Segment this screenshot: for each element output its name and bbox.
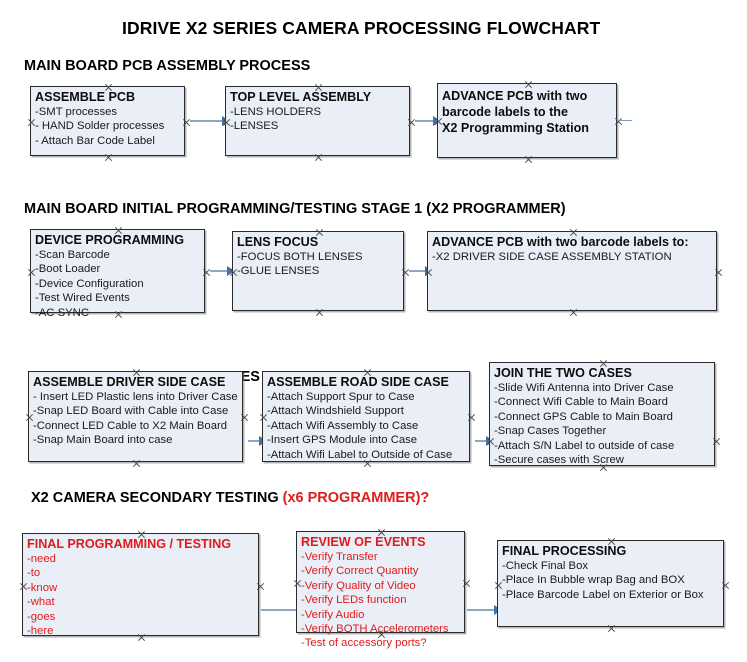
section-heading-main-board-pcb-assembly-process: MAIN BOARD PCB ASSEMBLY PROCESS: [24, 58, 310, 74]
node-line: -know: [27, 581, 58, 594]
node-line: -LENSES: [230, 120, 279, 133]
node-title: ASSEMBLE DRIVER SIDE CASE: [33, 375, 226, 389]
node-line: -Secure cases with Screw: [494, 454, 624, 467]
node-line: -Verify BOTH Accelerometers: [301, 623, 449, 636]
connector-driver-side-to-road-side: [248, 436, 267, 446]
node-title: REVIEW OF EVENTS: [301, 535, 426, 549]
node-advance-pcb-to-driver-side-case[interactable]: ADVANCE PCB with two barcode labels to: …: [427, 231, 717, 311]
connector-top-level-assembly-to-advance-pcb: [415, 116, 441, 126]
page-title: IDRIVE X2 SERIES CAMERA PROCESSING FLOWC…: [122, 18, 601, 38]
node-assemble-road-side-case[interactable]: ASSEMBLE ROAD SIDE CASE -Attach Support …: [262, 371, 470, 462]
node-join-the-two-cases[interactable]: JOIN THE TWO CASES -Slide Wifi Antenna i…: [489, 362, 715, 466]
connector-handle-bottom[interactable]: [132, 459, 141, 468]
node-line: - Attach Bar Code Label: [35, 134, 155, 147]
node-line: - Insert LED Plastic lens into Driver Ca…: [33, 391, 238, 403]
connector-assemble-pcb-to-top-level-assembly: [190, 116, 230, 126]
section-heading-text: X2 CAMERA SECONDARY TESTING: [31, 490, 283, 506]
node-line: -Scan Barcode: [35, 249, 110, 261]
node-line: -Boot Loader: [35, 263, 101, 276]
node-line: -SMT processes: [35, 106, 118, 118]
node-line: -Place In Bubble wrap Bag and BOX: [502, 574, 685, 587]
node-line: -LENS HOLDERS: [230, 106, 322, 118]
node-line: -GLUE LENSES: [237, 265, 320, 278]
connector-handle-bottom[interactable]: [524, 155, 533, 164]
node-line: -Snap LED Board with Cable into Case: [33, 405, 229, 418]
node-line: -Verify Transfer: [301, 551, 378, 563]
node-review-of-events[interactable]: REVIEW OF EVENTS -Verify Transfer -Verif…: [296, 531, 465, 649]
node-assemble-driver-side-case[interactable]: ASSEMBLE DRIVER SIDE CASE - Insert LED P…: [28, 371, 243, 462]
node-line: -Check Final Box: [502, 560, 589, 572]
arrowhead-icon: [227, 266, 235, 276]
node-final-processing[interactable]: FINAL PROCESSING -Check Final Box -Place…: [497, 540, 724, 627]
node-line: -Connect LED Cable to X2 Main Board: [33, 419, 228, 432]
node-title: LENS FOCUS: [237, 235, 319, 249]
node-line: -Attach Windshield Support: [267, 405, 404, 418]
node-line: -Snap Cases Together: [494, 425, 607, 438]
node-line: -FOCUS BOTH LENSES: [237, 251, 363, 263]
node-line-overflow: -Test of accessory ports?: [301, 637, 427, 650]
node-line: -Insert GPS Module into Case: [267, 434, 418, 447]
connector-lens-focus-to-advance-pcb: [409, 266, 433, 276]
node-line: -Connect Wifi Cable to Main Board: [494, 396, 668, 409]
node-title: DEVICE PROGRAMMING: [35, 233, 185, 247]
node-line: -Verify Audio: [301, 608, 365, 621]
node-line: ADVANCE PCB with two: [442, 89, 588, 103]
node-line: -goes: [27, 610, 56, 623]
node-line: -Attach Wifi Label to Outside of Case: [267, 448, 453, 461]
node-line: -Snap Main Board into case: [33, 434, 173, 447]
node-final-programming-testing[interactable]: FINAL PROGRAMMING / TESTING -need -to -k…: [22, 533, 259, 638]
connector-handle-bottom[interactable]: [607, 624, 616, 633]
node-assemble-pcb[interactable]: ASSEMBLE PCB -SMT processes - HAND Solde…: [30, 86, 185, 156]
node-line: -Slide Wifi Antenna into Driver Case: [494, 382, 674, 394]
node-line: barcode labels to the: [442, 105, 568, 119]
node-title: ASSEMBLE ROAD SIDE CASE: [267, 375, 449, 389]
node-line: -Attach Support Spur to Case: [267, 391, 415, 403]
connector-road-side-to-join-cases: [475, 436, 494, 446]
node-line: -Attach Wifi Assembly to Case: [267, 419, 419, 432]
node-title: ASSEMBLE PCB: [35, 90, 136, 104]
node-line: -X2 DRIVER SIDE CASE ASSEMBLY STATION: [432, 251, 672, 263]
connector-stub-right: [617, 120, 632, 121]
connector-handle-right[interactable]: [714, 268, 723, 277]
node-line: - HAND Solder processes: [35, 120, 165, 133]
node-title: FINAL PROGRAMMING / TESTING: [27, 537, 232, 551]
node-line: -Verify LEDs function: [301, 594, 407, 607]
connector-handle-bottom[interactable]: [104, 153, 113, 162]
section-heading-accent: (x6 PROGRAMMER)?: [282, 490, 430, 506]
node-line: -Verify Correct Quantity: [301, 565, 419, 578]
section-heading-text: MAIN BOARD INITIAL PROGRAMMING/TESTING S…: [24, 201, 566, 217]
node-line: -what: [27, 596, 55, 609]
section-heading-main-board-initial-programming: MAIN BOARD INITIAL PROGRAMMING/TESTING S…: [24, 201, 566, 217]
node-lens-focus[interactable]: LENS FOCUS -FOCUS BOTH LENSES -GLUE LENS…: [232, 231, 404, 311]
section-heading-x2-camera-secondary-testing: X2 CAMERA SECONDARY TESTING (x6 PROGRAMM…: [31, 490, 429, 506]
node-title: JOIN THE TWO CASES: [494, 366, 632, 380]
node-line: X2 Programming Station: [442, 121, 589, 135]
connector-final-programming-to-review-of-events: [261, 605, 304, 615]
connector-handle-bottom[interactable]: [314, 153, 323, 162]
node-title: TOP LEVEL ASSEMBLY: [230, 90, 372, 104]
connector-device-programming-to-lens-focus: [210, 266, 235, 276]
section-heading-text: MAIN BOARD PCB ASSEMBLY PROCESS: [24, 58, 311, 74]
node-line: -here: [27, 625, 54, 638]
node-advance-pcb-to-programming-station[interactable]: ADVANCE PCB with two barcode labels to t…: [437, 83, 617, 158]
node-device-programming[interactable]: DEVICE PROGRAMMING -Scan Barcode -Boot L…: [30, 229, 205, 319]
node-line: -Device Configuration: [35, 277, 144, 290]
node-top-level-assembly[interactable]: TOP LEVEL ASSEMBLY -LENS HOLDERS -LENSES: [225, 86, 410, 156]
node-line: -AC SYNC: [35, 306, 89, 319]
node-line: -need: [27, 553, 56, 565]
node-line: -Attach S/N Label to outside of case: [494, 439, 675, 452]
node-line: -Place Barcode Label on Exterior or Box: [502, 588, 704, 601]
node-title: FINAL PROCESSING: [502, 544, 627, 558]
connector-review-of-events-to-final-processing: [467, 605, 502, 615]
node-title: ADVANCE PCB with two barcode labels to:: [432, 235, 689, 249]
connector-handle-bottom[interactable]: [569, 308, 578, 317]
node-line: -Verify Quality of Video: [301, 579, 416, 592]
connector-handle-bottom[interactable]: [315, 308, 324, 317]
node-line: -Connect GPS Cable to Main Board: [494, 410, 673, 423]
node-line: -Test Wired Events: [35, 292, 130, 305]
node-line: -to: [27, 567, 41, 580]
